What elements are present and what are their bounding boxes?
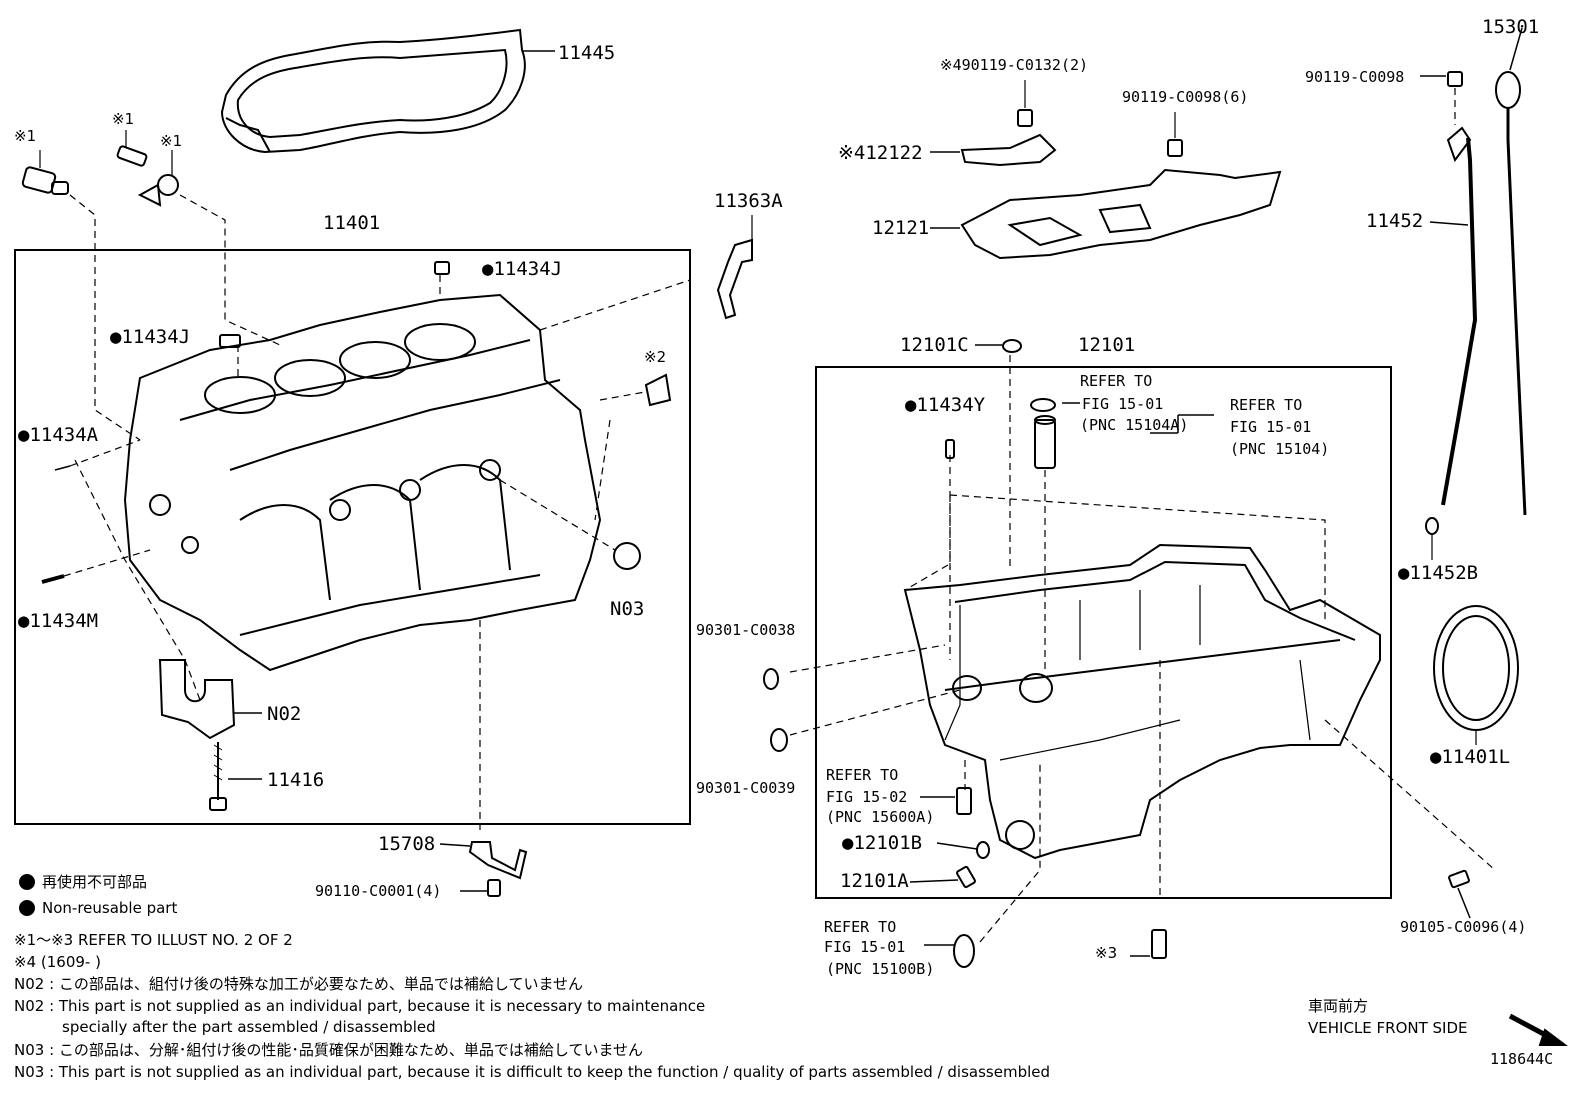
legend-dot-icon bbox=[19, 874, 35, 890]
oil-jet-15708-drawing bbox=[439, 841, 528, 897]
ref-mark-2: ※2 bbox=[644, 348, 667, 366]
sensor-parts-drawing bbox=[21, 130, 281, 441]
cylinder-block-drawing bbox=[41, 261, 691, 830]
label-n03: N03 bbox=[610, 598, 645, 620]
fig-15-01-c: FIG 15-01 bbox=[824, 938, 906, 956]
note-n02-jp: N02 : この部品は、組付け後の特殊な加工が必要なため、単品では補給していませ… bbox=[14, 975, 584, 993]
oil-pan-small-parts-drawing bbox=[763, 339, 1471, 968]
label-90301-c0038: 90301-C0038 bbox=[696, 621, 796, 639]
label-90119-c0132: ※490119-C0132(2) bbox=[940, 56, 1089, 74]
fig-15-01-a: FIG 15-01 bbox=[1082, 395, 1164, 413]
label-12121: 12121 bbox=[872, 217, 930, 239]
refer-to-2: REFER TO bbox=[1230, 396, 1303, 414]
refer-to-4: REFER TO bbox=[824, 918, 897, 936]
label-15301: 15301 bbox=[1482, 16, 1540, 38]
baffle-plate-12121-drawing bbox=[930, 112, 1282, 260]
pnc-15104a: (PNC 15104A) bbox=[1080, 416, 1189, 434]
label-11452b: ●11452B bbox=[1398, 562, 1479, 584]
label-11401: 11401 bbox=[323, 212, 381, 234]
label-90110-c0001: 90110-C0001(4) bbox=[315, 882, 442, 900]
label-90119-c0098-6: 90119-C0098(6) bbox=[1122, 88, 1249, 106]
note-n02-en-1: N02 : This part is not supplied as an in… bbox=[14, 997, 706, 1015]
legend-en-nonreusable: Non-reusable part bbox=[42, 899, 178, 917]
dipstick-drawing bbox=[1420, 27, 1527, 560]
insulator-11445-drawing bbox=[220, 28, 555, 154]
vehicle-front-arrow-icon bbox=[1508, 1013, 1568, 1046]
ref-mark-1c: ※1 bbox=[160, 132, 183, 150]
label-11416: 11416 bbox=[267, 769, 325, 791]
refer-to-1: REFER TO bbox=[1080, 372, 1153, 390]
note-4: ※4 (1609- ) bbox=[14, 953, 101, 971]
refer-to-3: REFER TO bbox=[826, 766, 899, 784]
label-12101b: ●12101B bbox=[842, 832, 923, 854]
label-90301-c0039: 90301-C0039 bbox=[696, 779, 796, 797]
ref-mark-3: ※3 bbox=[1095, 944, 1118, 962]
pnc-15100b: (PNC 15100B) bbox=[826, 960, 935, 978]
label-90105-c0096: 90105-C0096(4) bbox=[1400, 918, 1527, 936]
bracket-12122-drawing bbox=[930, 80, 1057, 167]
ref-mark-1b: ※1 bbox=[112, 110, 135, 128]
legend-jp-nonreusable: 再使用不可部品 bbox=[42, 873, 148, 891]
note-n03-en: N03 : This part is not supplied as an in… bbox=[14, 1063, 1051, 1081]
note-n03-jp: N03 : この部品は、分解･組付け後の性能･品質確保が困難なため、単品では補給… bbox=[14, 1041, 644, 1059]
oil-pan-group-box bbox=[815, 366, 1392, 899]
label-11363a: 11363A bbox=[714, 190, 783, 212]
diagram-id: 118644C bbox=[1490, 1050, 1554, 1068]
label-90119-c0098: 90119-C0098 bbox=[1305, 68, 1405, 86]
label-12101a: 12101A bbox=[840, 870, 909, 892]
label-12122: ※412122 bbox=[838, 142, 923, 164]
pnc-15600a: (PNC 15600A) bbox=[826, 808, 935, 826]
legend-dot-icon bbox=[19, 900, 35, 916]
label-12101c: 12101C bbox=[900, 334, 969, 356]
note-refer-illust: ※1～※3 REFER TO ILLUST NO. 2 OF 2 bbox=[14, 931, 293, 949]
direction-jp: 車両前方 bbox=[1308, 997, 1369, 1015]
label-11434j-left: ●11434J bbox=[110, 326, 191, 348]
label-11401l: ●11401L bbox=[1430, 746, 1511, 768]
pnc-15104: (PNC 15104) bbox=[1230, 440, 1330, 458]
oil-seal-11401l-drawing bbox=[1433, 605, 1519, 745]
label-11445: 11445 bbox=[558, 42, 616, 64]
cylinder-block-group-box bbox=[14, 249, 691, 825]
label-11434y: ●11434Y bbox=[905, 394, 986, 416]
oil-pan-drawing bbox=[789, 355, 1496, 943]
label-11434j-top: ●11434J bbox=[482, 258, 563, 280]
note-n02-en-2: specially after the part assembled / dis… bbox=[62, 1018, 436, 1036]
ref-mark-1: ※1 bbox=[14, 127, 37, 145]
label-11434a: ●11434A bbox=[18, 424, 99, 446]
label-11434m: ●11434M bbox=[18, 610, 99, 632]
fig-15-02: FIG 15-02 bbox=[826, 788, 908, 806]
direction-en: VEHICLE FRONT SIDE bbox=[1308, 1019, 1468, 1037]
bracket-11363a-drawing bbox=[716, 215, 753, 320]
label-12101: 12101 bbox=[1078, 334, 1136, 356]
fig-15-01-b: FIG 15-01 bbox=[1230, 418, 1312, 436]
bearing-cap-drawing bbox=[158, 659, 262, 811]
label-15708: 15708 bbox=[378, 833, 436, 855]
label-n02: N02 bbox=[267, 703, 302, 725]
label-11452: 11452 bbox=[1366, 210, 1424, 232]
